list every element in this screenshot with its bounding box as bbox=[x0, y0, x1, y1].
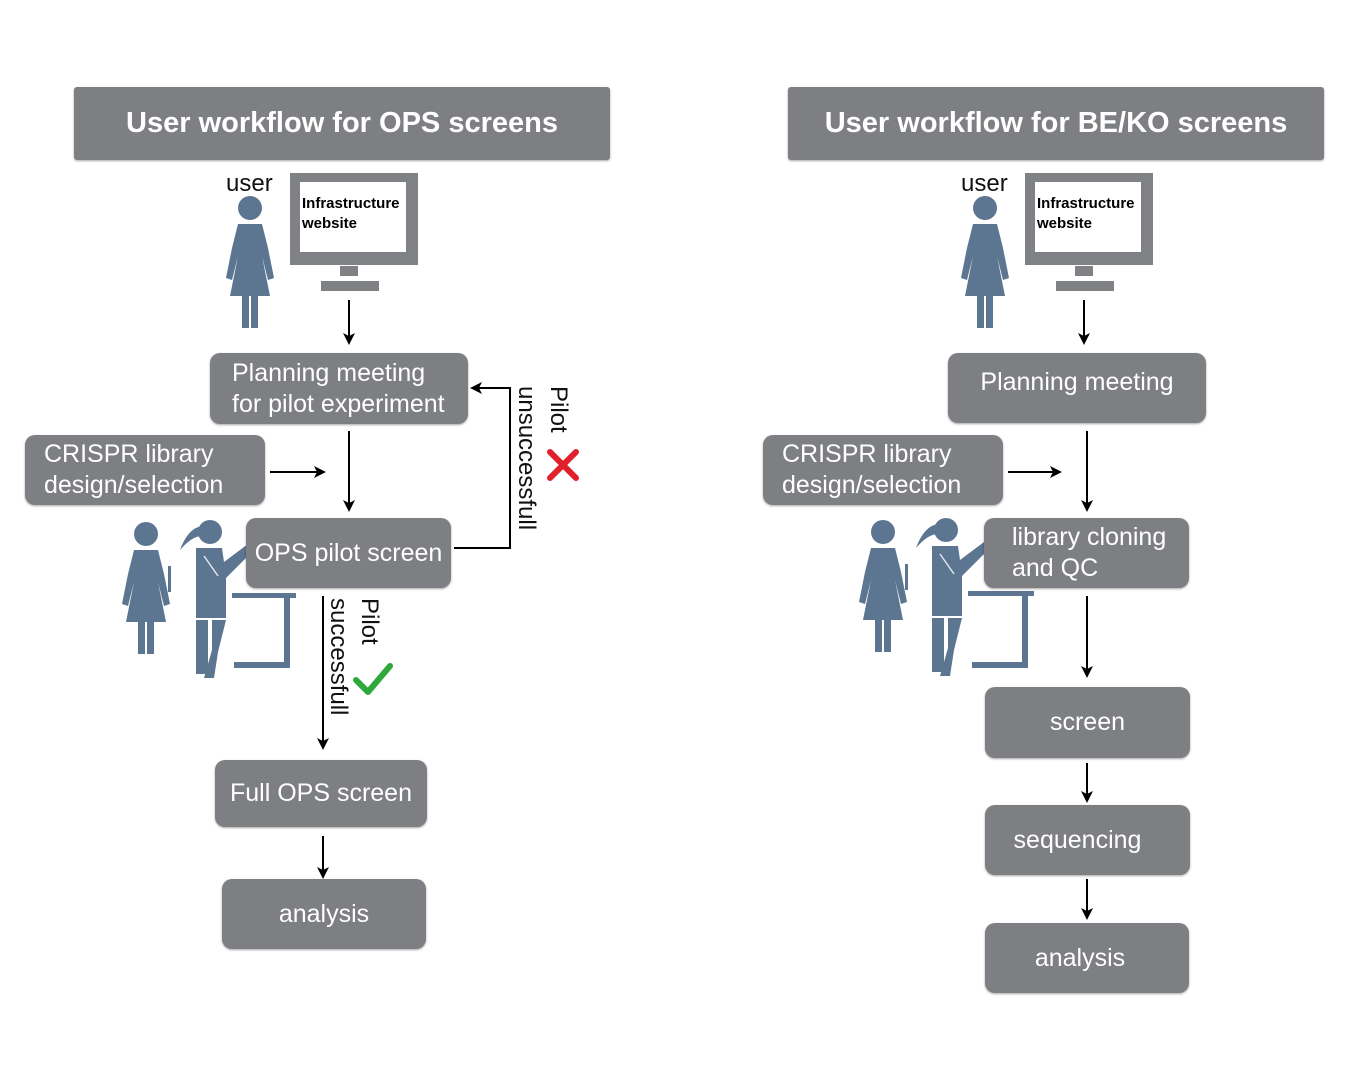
right-planning-meeting-box: Planning meeting bbox=[948, 353, 1206, 423]
right-user-label: user bbox=[961, 170, 1008, 197]
left-analysis-box: analysis bbox=[222, 879, 426, 949]
left-planning-line-1: Planning meeting bbox=[232, 358, 426, 387]
cloning-line-2: and QC bbox=[1012, 554, 1099, 582]
left-monitor-base bbox=[321, 281, 379, 291]
screen-box: screen bbox=[985, 687, 1190, 758]
left-crispr-box: CRISPR library design/selection bbox=[25, 435, 265, 505]
left-scientists-figure bbox=[122, 519, 296, 679]
right-crispr-line-1: CRISPR library bbox=[782, 440, 952, 468]
library-cloning-box: library cloning and QC bbox=[984, 518, 1189, 588]
right-monitor-neck bbox=[1075, 266, 1093, 276]
right-monitor-screen[interactable]: Infrastructure website bbox=[1035, 182, 1141, 252]
right-crispr-box: CRISPR library design/selection bbox=[763, 435, 1003, 505]
right-monitor-icon: Infrastructure website bbox=[1025, 173, 1153, 265]
red-x-icon bbox=[547, 449, 579, 481]
left-monitor-text-2: website bbox=[302, 215, 358, 232]
ops-pilot-screen-box: OPS pilot screen bbox=[246, 518, 451, 588]
left-panel-title: User workflow for OPS screens bbox=[74, 87, 610, 160]
right-crispr-line-2: design/selection bbox=[782, 471, 962, 499]
left-user-figure bbox=[226, 196, 274, 328]
left-monitor-screen[interactable]: Infrastructure website bbox=[300, 182, 406, 252]
green-checkmark-icon bbox=[353, 663, 393, 695]
left-crispr-line-1: CRISPR library bbox=[44, 440, 214, 468]
right-user-figure bbox=[961, 196, 1009, 328]
left-monitor-text-1: Infrastructure bbox=[302, 195, 400, 212]
left-monitor-icon: Infrastructure website bbox=[290, 173, 418, 265]
left-monitor-neck bbox=[340, 266, 358, 276]
pilot-fail-label-2: unsuccessfull bbox=[513, 386, 540, 531]
right-panel-title: User workflow for BE/KO screens bbox=[788, 87, 1324, 160]
full-ops-screen-box: Full OPS screen bbox=[215, 760, 427, 827]
right-analysis-box: analysis bbox=[985, 923, 1189, 993]
left-crispr-line-2: design/selection bbox=[44, 471, 224, 499]
sequencing-box: sequencing bbox=[985, 805, 1190, 875]
pilot-success-label-2: successfull bbox=[325, 598, 352, 716]
pilot-success-label-1: Pilot bbox=[356, 598, 383, 645]
right-monitor-text-2: website bbox=[1037, 215, 1093, 232]
arrow-pilot-fail-loop bbox=[454, 382, 511, 549]
left-user-label: user bbox=[226, 170, 273, 197]
right-scientists-figure bbox=[859, 517, 1034, 677]
left-planning-meeting-box: Planning meeting for pilot experiment bbox=[210, 353, 468, 424]
left-planning-line-2: for pilot experiment bbox=[232, 389, 445, 418]
cloning-line-1: library cloning bbox=[1012, 523, 1167, 551]
pilot-fail-label-1: Pilot bbox=[545, 386, 572, 433]
right-monitor-base bbox=[1056, 281, 1114, 291]
right-monitor-text-1: Infrastructure bbox=[1037, 195, 1135, 212]
